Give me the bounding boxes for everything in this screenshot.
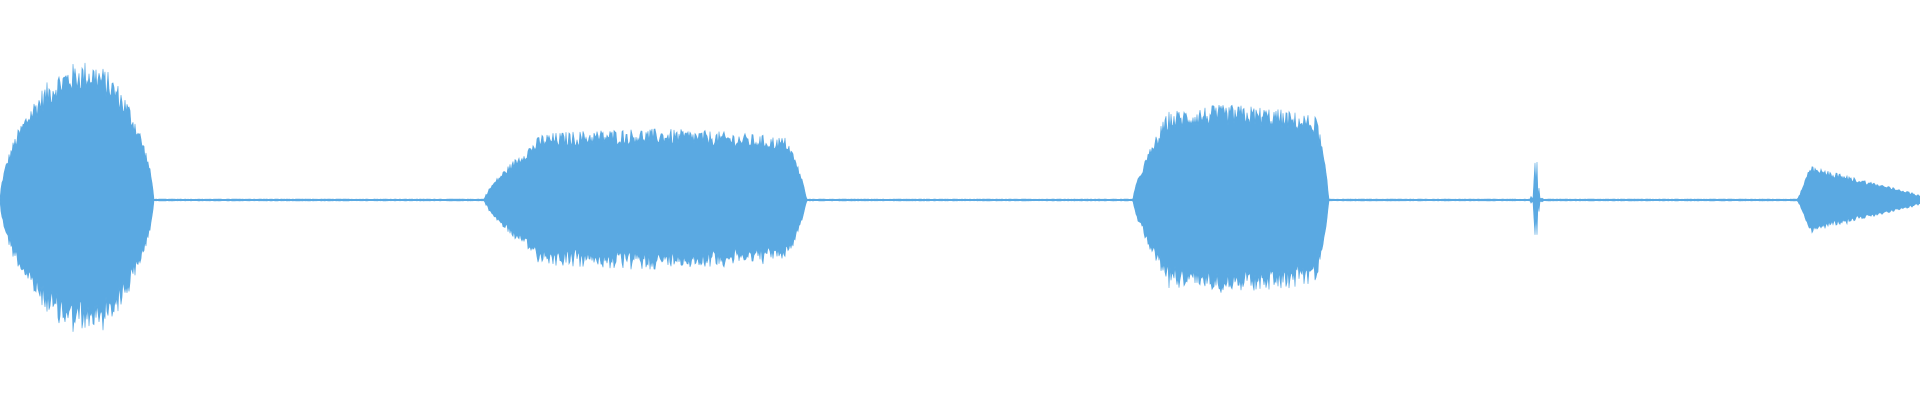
waveform-shape [0, 62, 1920, 332]
